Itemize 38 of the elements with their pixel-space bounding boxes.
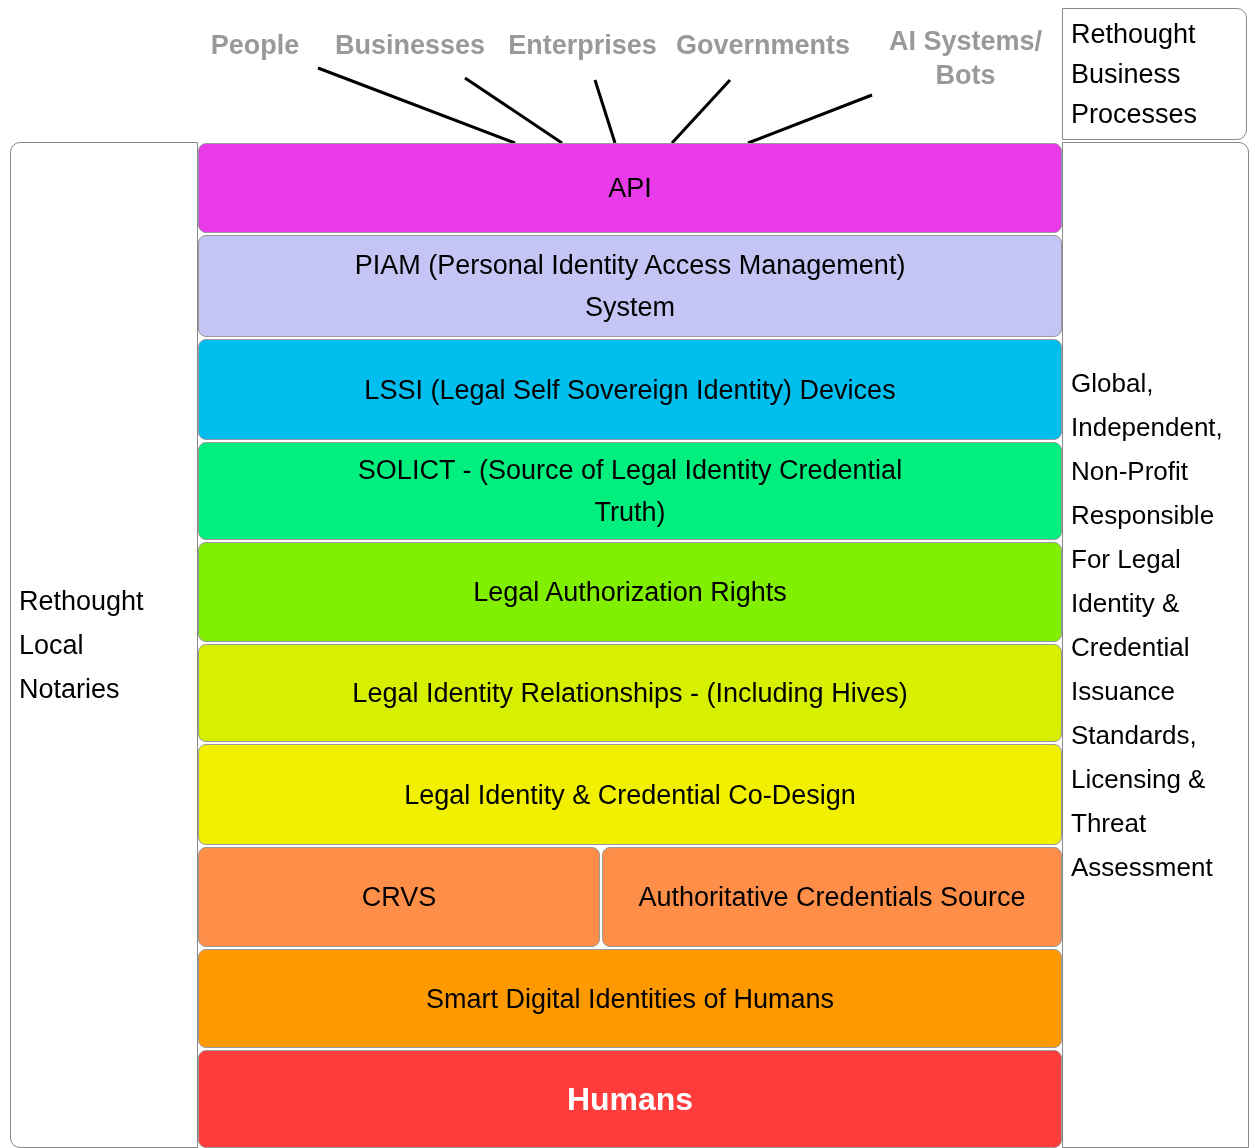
layer-label: CRVS — [360, 881, 438, 914]
connector-line — [464, 76, 563, 145]
layer-band — [198, 542, 1062, 642]
layer-label: LSSI (Legal Self Sovereign Identity) Devices — [363, 373, 897, 407]
layer-label: Legal Identity Relationships - (Including Hives) — [351, 677, 909, 710]
layer-band — [198, 143, 1062, 233]
layer-band — [198, 442, 1062, 540]
layer-band — [198, 847, 600, 947]
layer-band — [198, 1050, 1062, 1148]
connector-line — [593, 79, 617, 144]
stakeholder-label: Governments — [668, 25, 858, 65]
connector-line — [670, 79, 732, 144]
layer-label: Humans — [565, 1080, 695, 1119]
stakeholder-label: People — [200, 25, 310, 65]
layer-band — [198, 339, 1062, 440]
layer-label: Smart Digital Identities of Humans — [424, 982, 836, 1016]
panel-text: Rethought Business Processes — [1071, 18, 1199, 131]
layer-band — [198, 949, 1062, 1048]
layer-band — [198, 644, 1062, 742]
stakeholder-label: Businesses — [330, 25, 490, 65]
layer-label: Legal Authorization Rights — [472, 576, 788, 609]
layer-band — [198, 744, 1062, 845]
side-panel — [1062, 142, 1249, 1148]
layer-band — [602, 847, 1062, 947]
stakeholder-label: AI Systems/ Bots — [878, 18, 1053, 98]
layer-label: API — [607, 172, 653, 205]
panel-text: Global, Independent, Non-Profit Responsible For Legal Identity & Credential Issuance Standards, Licensing & Threat Assessment — [1071, 367, 1224, 884]
connector-line — [747, 93, 873, 145]
connector-line — [317, 66, 516, 145]
panel-text: Rethought Local Notaries — [19, 585, 145, 706]
layer-label: PIAM (Personal Identity Access Management) System — [353, 249, 907, 324]
layer-label: Legal Identity & Credential Co-Design — [403, 778, 857, 812]
side-panel — [10, 142, 198, 1148]
stakeholder-label: Enterprises — [500, 25, 665, 65]
side-panel — [1062, 8, 1247, 140]
layer-label: Authoritative Credentials Source — [637, 881, 1027, 914]
layer-band — [198, 235, 1062, 337]
layer-label: SOLICT - (Source of Legal Identity Credential Truth) — [356, 454, 904, 529]
